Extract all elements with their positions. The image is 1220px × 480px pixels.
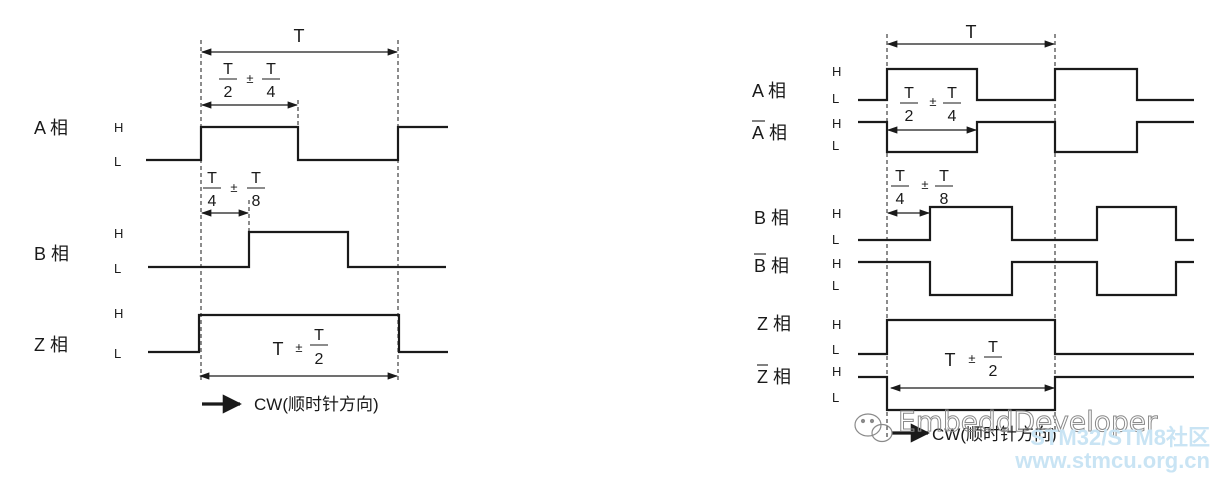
left-diagram: T T 2 ± T 4 A 相 H L T 4 ± T 8 B 相 [34,26,448,414]
right-quarter-num2: T [939,168,949,185]
right-b-bar-letter: B [754,256,766,276]
right-half-fraction: T 2 ± T 4 [900,85,961,125]
right-label-a-phase: A 相 [752,81,786,101]
left-period-label: T [294,26,305,46]
right-z-den: 2 [989,363,998,380]
left-b-low: L [114,261,121,276]
left-quarter-num2: T [251,170,261,187]
left-b-high: H [114,226,123,241]
left-a-low: L [114,154,121,169]
right-a-bar-low: L [832,138,839,153]
left-z-num: T [314,327,324,344]
right-z-bar-high: H [832,364,841,379]
right-a-waveform [858,67,1194,102]
right-quarter-pm: ± [921,177,928,192]
left-half-fraction: T 2 ± T 4 [219,61,280,101]
left-z-pm: ± [295,340,302,355]
right-z-low: L [832,342,839,357]
left-half-num2: T [266,61,276,78]
left-quarter-den1: 4 [208,193,217,210]
right-quarter-num1: T [895,168,905,185]
right-b-bar-low: L [832,278,839,293]
left-label-z-phase: Z 相 [34,335,68,355]
left-half-den2: 4 [267,84,276,101]
right-a-low: L [832,91,839,106]
left-z-T: T [273,339,284,359]
right-half-den2: 4 [948,108,957,125]
right-label-b-bar-phase: B 相 [754,253,789,276]
right-quarter-den1: 4 [896,191,905,208]
right-a-bar-letter: A [752,123,764,143]
watermark-site-name: STM32/STM8社区 [1030,425,1210,450]
right-b-low: L [832,232,839,247]
left-z-den: 2 [315,351,324,368]
right-quarter-den2: 8 [940,191,949,208]
right-diagram: T A 相 H L A 相 H L T 2 ± T 4 T 4 [752,22,1194,444]
right-a-high: H [832,64,841,79]
left-quarter-fraction: T 4 ± T 8 [203,170,265,210]
right-half-den1: 2 [905,108,914,125]
left-b-waveform [148,230,446,269]
left-z-low: L [114,346,121,361]
right-quarter-fraction: T 4 ± T 8 [891,168,953,208]
right-label-a-bar-phase: A 相 [752,120,787,143]
right-direction-label: CW(顺时针方向) [932,425,1057,444]
right-z-num: T [988,339,998,356]
left-half-pm: ± [246,71,253,86]
right-period-label: T [966,22,977,42]
wechat-icon [854,413,893,443]
left-direction-label: CW(顺时针方向) [254,395,379,414]
right-half-pm: ± [929,94,936,109]
left-z-waveform [148,313,448,354]
right-z-pm: ± [968,351,975,366]
right-z-fraction: T ± T 2 [945,339,1002,380]
left-a-waveform [146,125,448,162]
left-half-num1: T [223,61,233,78]
left-quarter-pm: ± [230,180,237,195]
right-b-high: H [832,206,841,221]
right-a-bar-high: H [832,116,841,131]
right-z-bar-waveform [858,375,1194,412]
right-a-bar-waveform [858,120,1194,154]
left-quarter-den2: 8 [252,193,261,210]
right-z-waveform [858,318,1194,356]
watermark-site-url: www.stmcu.org.cn [1014,448,1210,473]
right-b-bar-high: H [832,256,841,271]
right-z-high: H [832,317,841,332]
left-label-a-phase: A 相 [34,118,68,138]
right-label-z-bar-phase: Z 相 [757,364,791,387]
watermark-brand: EmbeddDeveloper [898,405,1158,438]
left-label-b-phase: B 相 [34,244,69,264]
left-z-fraction: T ± T 2 [273,327,328,368]
left-quarter-num1: T [207,170,217,187]
right-half-num1: T [904,85,914,102]
right-z-bar-letter: Z [757,367,768,387]
left-half-den1: 2 [224,84,233,101]
left-a-high: H [114,120,123,135]
right-half-num2: T [947,85,957,102]
right-b-waveform [858,205,1194,242]
left-z-high: H [114,306,123,321]
right-z-T: T [945,350,956,370]
right-a-bar-suffix: 相 [764,123,787,143]
right-b-bar-suffix: 相 [766,256,789,276]
right-label-b-phase: B 相 [754,208,789,228]
right-b-bar-waveform [858,260,1194,297]
right-label-z-phase: Z 相 [757,314,791,334]
right-z-bar-low: L [832,390,839,405]
watermark: EmbeddDeveloper STM32/STM8社区 www.stmcu.o… [854,405,1210,473]
right-z-bar-suffix: 相 [768,367,791,387]
